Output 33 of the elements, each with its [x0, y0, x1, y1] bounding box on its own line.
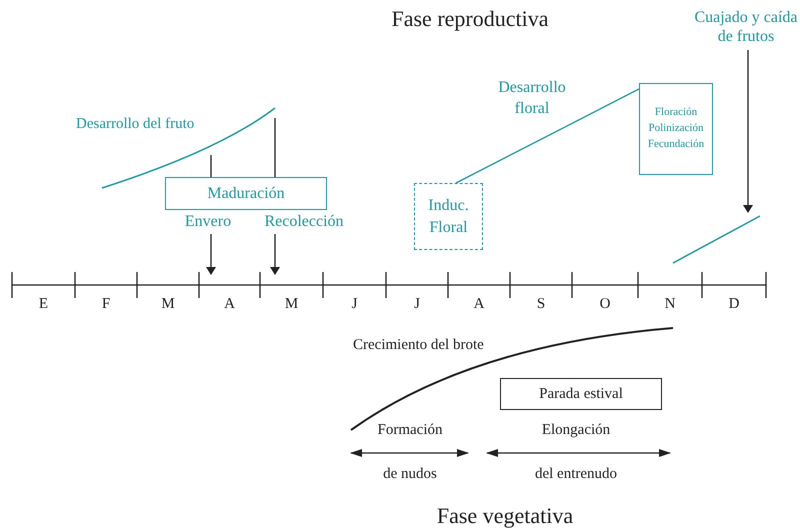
annotation-label: Crecimiento del brote	[353, 336, 484, 354]
month-label: N	[664, 295, 676, 313]
month-label: S	[536, 295, 546, 313]
connector-line	[456, 88, 640, 184]
connector-line	[274, 118, 276, 177]
annotation-label: del entrenudo	[534, 465, 618, 483]
month-label: F	[102, 295, 110, 313]
diagram-title: Fase reproductiva	[390, 5, 550, 33]
annotation-label: Desarrollo del fruto	[76, 115, 194, 133]
month-label: J	[352, 295, 358, 313]
annotation-label: Formación	[378, 421, 442, 439]
stage-box: Induc. Floral	[414, 183, 483, 250]
arrow	[270, 234, 280, 275]
annotation-label: de nudos	[383, 465, 437, 483]
month-label: J	[414, 295, 420, 313]
annotation-label: Elongación	[542, 421, 610, 439]
arrow	[743, 50, 753, 213]
month-label: A	[224, 295, 235, 313]
annotation-text: Envero	[176, 210, 240, 234]
annotation-text: Cuajado y caída de frutos	[690, 4, 800, 50]
month-label: A	[474, 295, 484, 313]
connector-line	[210, 155, 212, 177]
diagram-caption: Fase vegetativa	[436, 502, 574, 530]
month-label: M	[284, 295, 298, 313]
stage-box: Parada estival	[500, 378, 662, 410]
stage-box: Maduración	[165, 177, 327, 210]
month-label: O	[600, 295, 610, 313]
stage-box: Floración Polinización Fecundación	[639, 83, 713, 175]
month-label: E	[38, 295, 48, 313]
month-label: D	[728, 295, 740, 313]
month-label: M	[161, 295, 175, 313]
annotation-text: Recolección	[254, 210, 354, 234]
arrow	[206, 234, 216, 275]
